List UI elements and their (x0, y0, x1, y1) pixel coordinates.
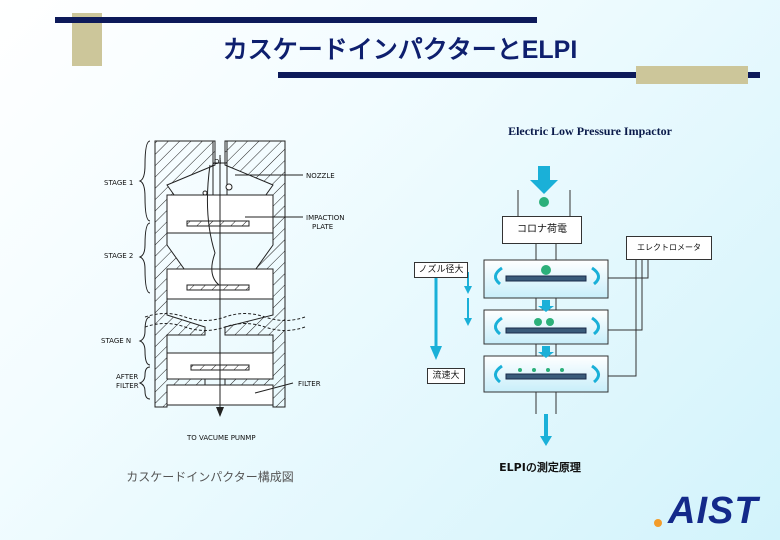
label-stage1: STAGE 1 (104, 179, 134, 187)
label-after-1: AFTER (116, 373, 139, 381)
stage3-particle-a (518, 368, 522, 372)
connectors (535, 244, 557, 414)
stage3-particle-b (532, 368, 536, 372)
flow-arrow-head (216, 407, 224, 417)
plate-3 (505, 373, 587, 380)
header-bar-top (55, 17, 537, 23)
swirl-left-2 (494, 316, 503, 336)
trend-arrow-speed (464, 318, 472, 326)
aist-logo: AIST (668, 490, 759, 532)
caption-cascade: カスケードインパクター構成図 (126, 470, 294, 484)
brace-stage1 (138, 140, 151, 222)
brace-after (138, 366, 151, 400)
label-pump: TO VACUME PUNMP (187, 434, 256, 442)
label-stage2: STAGE 2 (104, 252, 134, 260)
swirl-left-1 (494, 266, 503, 286)
plate-2 (505, 327, 587, 334)
link-nozzle-arrow (464, 286, 472, 294)
nozzle-size-box: ノズル径大 (414, 262, 468, 278)
elpi-title: Electric Low Pressure Impactor (508, 124, 672, 138)
flow-speed-box: 流速大 (427, 368, 465, 384)
label-filter: FILTER (298, 380, 321, 388)
plate-1 (505, 275, 587, 282)
label-nozzle: NOZZLE (306, 172, 335, 180)
break-line-bottom (144, 323, 306, 331)
impaction-plate-2 (186, 284, 250, 291)
stage2-particle-b (546, 318, 554, 326)
break-line-top (144, 313, 306, 321)
label-impaction-2: PLATE (312, 223, 334, 231)
stage1-particle (541, 265, 551, 275)
header-bar-bottom (278, 72, 760, 78)
brace-stageN (138, 316, 151, 366)
particle-1 (225, 183, 233, 191)
particle-2 (202, 190, 208, 196)
swirl-left-3 (494, 364, 503, 384)
label-after-2: FILTER (116, 382, 139, 390)
stage3-particle-c (546, 368, 550, 372)
caption-elpi: ELPIの測定原理 (499, 461, 581, 474)
swirl-right-1 (591, 266, 600, 286)
label-impaction-1: IMPACTION (306, 214, 345, 222)
swirl-right-3 (591, 364, 600, 384)
trend-arrow-nozzle (430, 346, 442, 360)
brace-stage2 (138, 222, 151, 294)
gold-accent-block-right (636, 66, 748, 84)
inlet-particle (539, 197, 549, 207)
stage2-particle-a (534, 318, 542, 326)
electrometer-wires (608, 260, 649, 377)
down-arrow-1 (538, 300, 554, 312)
label-di: Di (214, 158, 222, 166)
inlet-arrow (530, 166, 558, 194)
down-arrow-2 (538, 346, 554, 358)
logo-dot (654, 519, 662, 527)
stage-2-box (483, 309, 609, 345)
corona-charger-box: コロナ荷電 (502, 216, 582, 244)
leader-filter (254, 382, 294, 394)
swirl-right-2 (591, 316, 600, 336)
page-title: カスケードインパクターとELPI (222, 36, 578, 64)
cascade-impactor-diagram (138, 140, 306, 417)
outlet-arrow (540, 414, 552, 446)
flow-streamline (206, 164, 220, 286)
stage3-particle-d (560, 368, 564, 372)
impaction-plate-1 (186, 220, 250, 227)
label-stageN: STAGE N (101, 337, 132, 345)
charger-channel (517, 190, 571, 216)
elpi-diagram (430, 166, 649, 446)
electrometer-box: エレクトロメータ (626, 236, 712, 260)
